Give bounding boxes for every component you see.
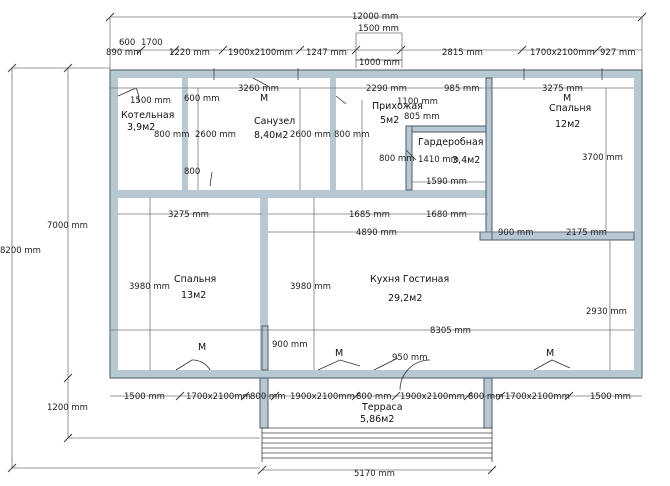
room-hall-name: Прихожая [372, 101, 423, 112]
room-bedroom-w-area: 13м2 [181, 290, 206, 301]
room-terrace-area: 5,86м2 [360, 414, 394, 425]
dim-800-d: 800 mm [379, 154, 415, 164]
room-living-name: Кухня Гостиная [370, 274, 449, 285]
terrace [259, 377, 493, 462]
m-mark: М [198, 342, 206, 353]
room-hall-area: 5м2 [380, 115, 399, 126]
dim-bottom-window-4: 1700x2100mm [505, 392, 570, 402]
dim-1590: 1590 mm [426, 177, 467, 187]
dim-1685: 1685 mm [349, 210, 390, 220]
dim-3980-b: 3980 mm [290, 282, 331, 292]
dim-terrace-width: 5170 mm [354, 469, 395, 479]
bottom-dimension-lines [110, 391, 642, 401]
dim-top-890: 890 mm [106, 48, 142, 58]
room-labels: Котельная 3,9м2 Санузел 8,40м2 Прихожая … [121, 101, 591, 425]
dim-top-1000: 1000 mm [359, 58, 400, 68]
dim-bottom-window-1: 1700x2100mm [186, 392, 251, 402]
doors [117, 77, 571, 391]
dim-bottom-1500-a: 1500 mm [124, 392, 165, 402]
dim-600: 600 mm [184, 94, 220, 104]
room-hall-strip [436, 78, 444, 190]
dim-2175: 2175 mm [566, 228, 607, 238]
room-bedroom-ne [492, 78, 634, 232]
dimension-labels: 12000 mm 600 890 mm 1700 1220 mm 1900x21… [0, 12, 636, 479]
dim-top-927: 927 mm [600, 48, 636, 58]
dim-4890: 4890 mm [356, 228, 397, 238]
dim-row1-2290: 2290 mm [366, 84, 407, 94]
dim-900-b: 900 mm [272, 340, 308, 350]
dim-2600-b: 2600 mm [290, 130, 331, 140]
dim-bottom-800-c: 800 mm [468, 392, 504, 402]
dim-top-window-1: 1900x2100mm [228, 48, 293, 58]
m-mark: М [260, 93, 268, 104]
dim-950: 950 mm [392, 353, 428, 363]
room-living-area: 29,2м2 [388, 293, 422, 304]
dim-2600-a: 2600 mm [195, 130, 236, 140]
house-walls [109, 69, 643, 379]
top-dimension-lines [110, 32, 642, 68]
room-bedroom-ne-name: Спальня [549, 103, 591, 114]
room-bath-area: 8,40м2 [254, 130, 288, 141]
m-marks: М М М М М [198, 93, 571, 359]
m-mark: М [335, 348, 343, 359]
dim-900-a: 900 mm [498, 228, 534, 238]
dim-row1-3275: 3275 mm [542, 84, 583, 94]
dim-3980-a: 3980 mm [129, 282, 170, 292]
dim-bottom-800-a: 800 mm [250, 392, 286, 402]
dim-3700: 3700 mm [582, 153, 623, 163]
room-wardrobe-name: Гардеробная [418, 137, 484, 148]
room-bedroom-ne-area: 12м2 [555, 119, 580, 130]
dim-row1-1500: 1500 mm [130, 96, 171, 106]
dim-800-b: 800 [184, 167, 200, 177]
dim-1680: 1680 mm [426, 210, 467, 220]
dim-top-1500: 1500 mm [358, 24, 399, 34]
dim-top-2815: 2815 mm [442, 48, 483, 58]
top-windows [213, 59, 603, 80]
interior-dimension-lines [110, 87, 634, 370]
dim-1100: 1100 mm [397, 97, 438, 107]
room-wardrobe-area: 3,4м2 [452, 155, 480, 166]
room-bath-name: Санузел [254, 116, 295, 127]
dim-8305: 8305 mm [430, 326, 471, 336]
dim-top-1220: 1220 mm [169, 48, 210, 58]
dim-total-width: 12000 mm [352, 12, 398, 22]
m-mark: М [563, 93, 571, 104]
dim-bottom-800-b: 800 mm [356, 392, 392, 402]
room-living-east [488, 240, 634, 370]
room-boiler-area: 3,9м2 [127, 122, 155, 133]
room-bedroom-w [118, 198, 260, 370]
dim-row1-3260: 3260 mm [238, 84, 279, 94]
room-boiler [118, 78, 182, 190]
room-terrace-name: Терраса [361, 402, 403, 413]
dim-bottom-1500-b: 1500 mm [590, 392, 631, 402]
dim-house-height: 7000 mm [47, 221, 88, 231]
dim-terrace-depth: 1200 mm [47, 403, 88, 413]
dim-row1-985: 985 mm [444, 84, 480, 94]
dim-1410: 1410 mm [418, 155, 459, 165]
room-bathroom [188, 78, 330, 190]
room-wardrobe [412, 132, 486, 190]
room-hall-corner [442, 78, 486, 126]
room-boiler-name: Котельная [121, 110, 174, 121]
dim-805: 805 mm [404, 112, 440, 122]
dim-total-height: 8200 mm [0, 246, 41, 256]
dim-800-a: 800 mm [154, 130, 190, 140]
dim-top-600: 600 [119, 38, 135, 48]
overall-dimensions [7, 12, 647, 475]
dim-2930: 2930 mm [586, 307, 627, 317]
room-bedroom-w-name: Спальня [174, 274, 216, 285]
dim-top-1700: 1700 [141, 38, 163, 48]
dim-top-1247: 1247 mm [306, 48, 347, 58]
m-mark: М [546, 348, 554, 359]
dim-bottom-window-3: 1900x2100mm [400, 392, 465, 402]
dim-top-window-2: 1700x2100mm [530, 48, 595, 58]
dim-3275: 3275 mm [168, 210, 209, 220]
room-living [268, 198, 488, 370]
dim-800-c: 800 mm [334, 130, 370, 140]
dim-bottom-window-2: 1900x2100mm [290, 392, 355, 402]
